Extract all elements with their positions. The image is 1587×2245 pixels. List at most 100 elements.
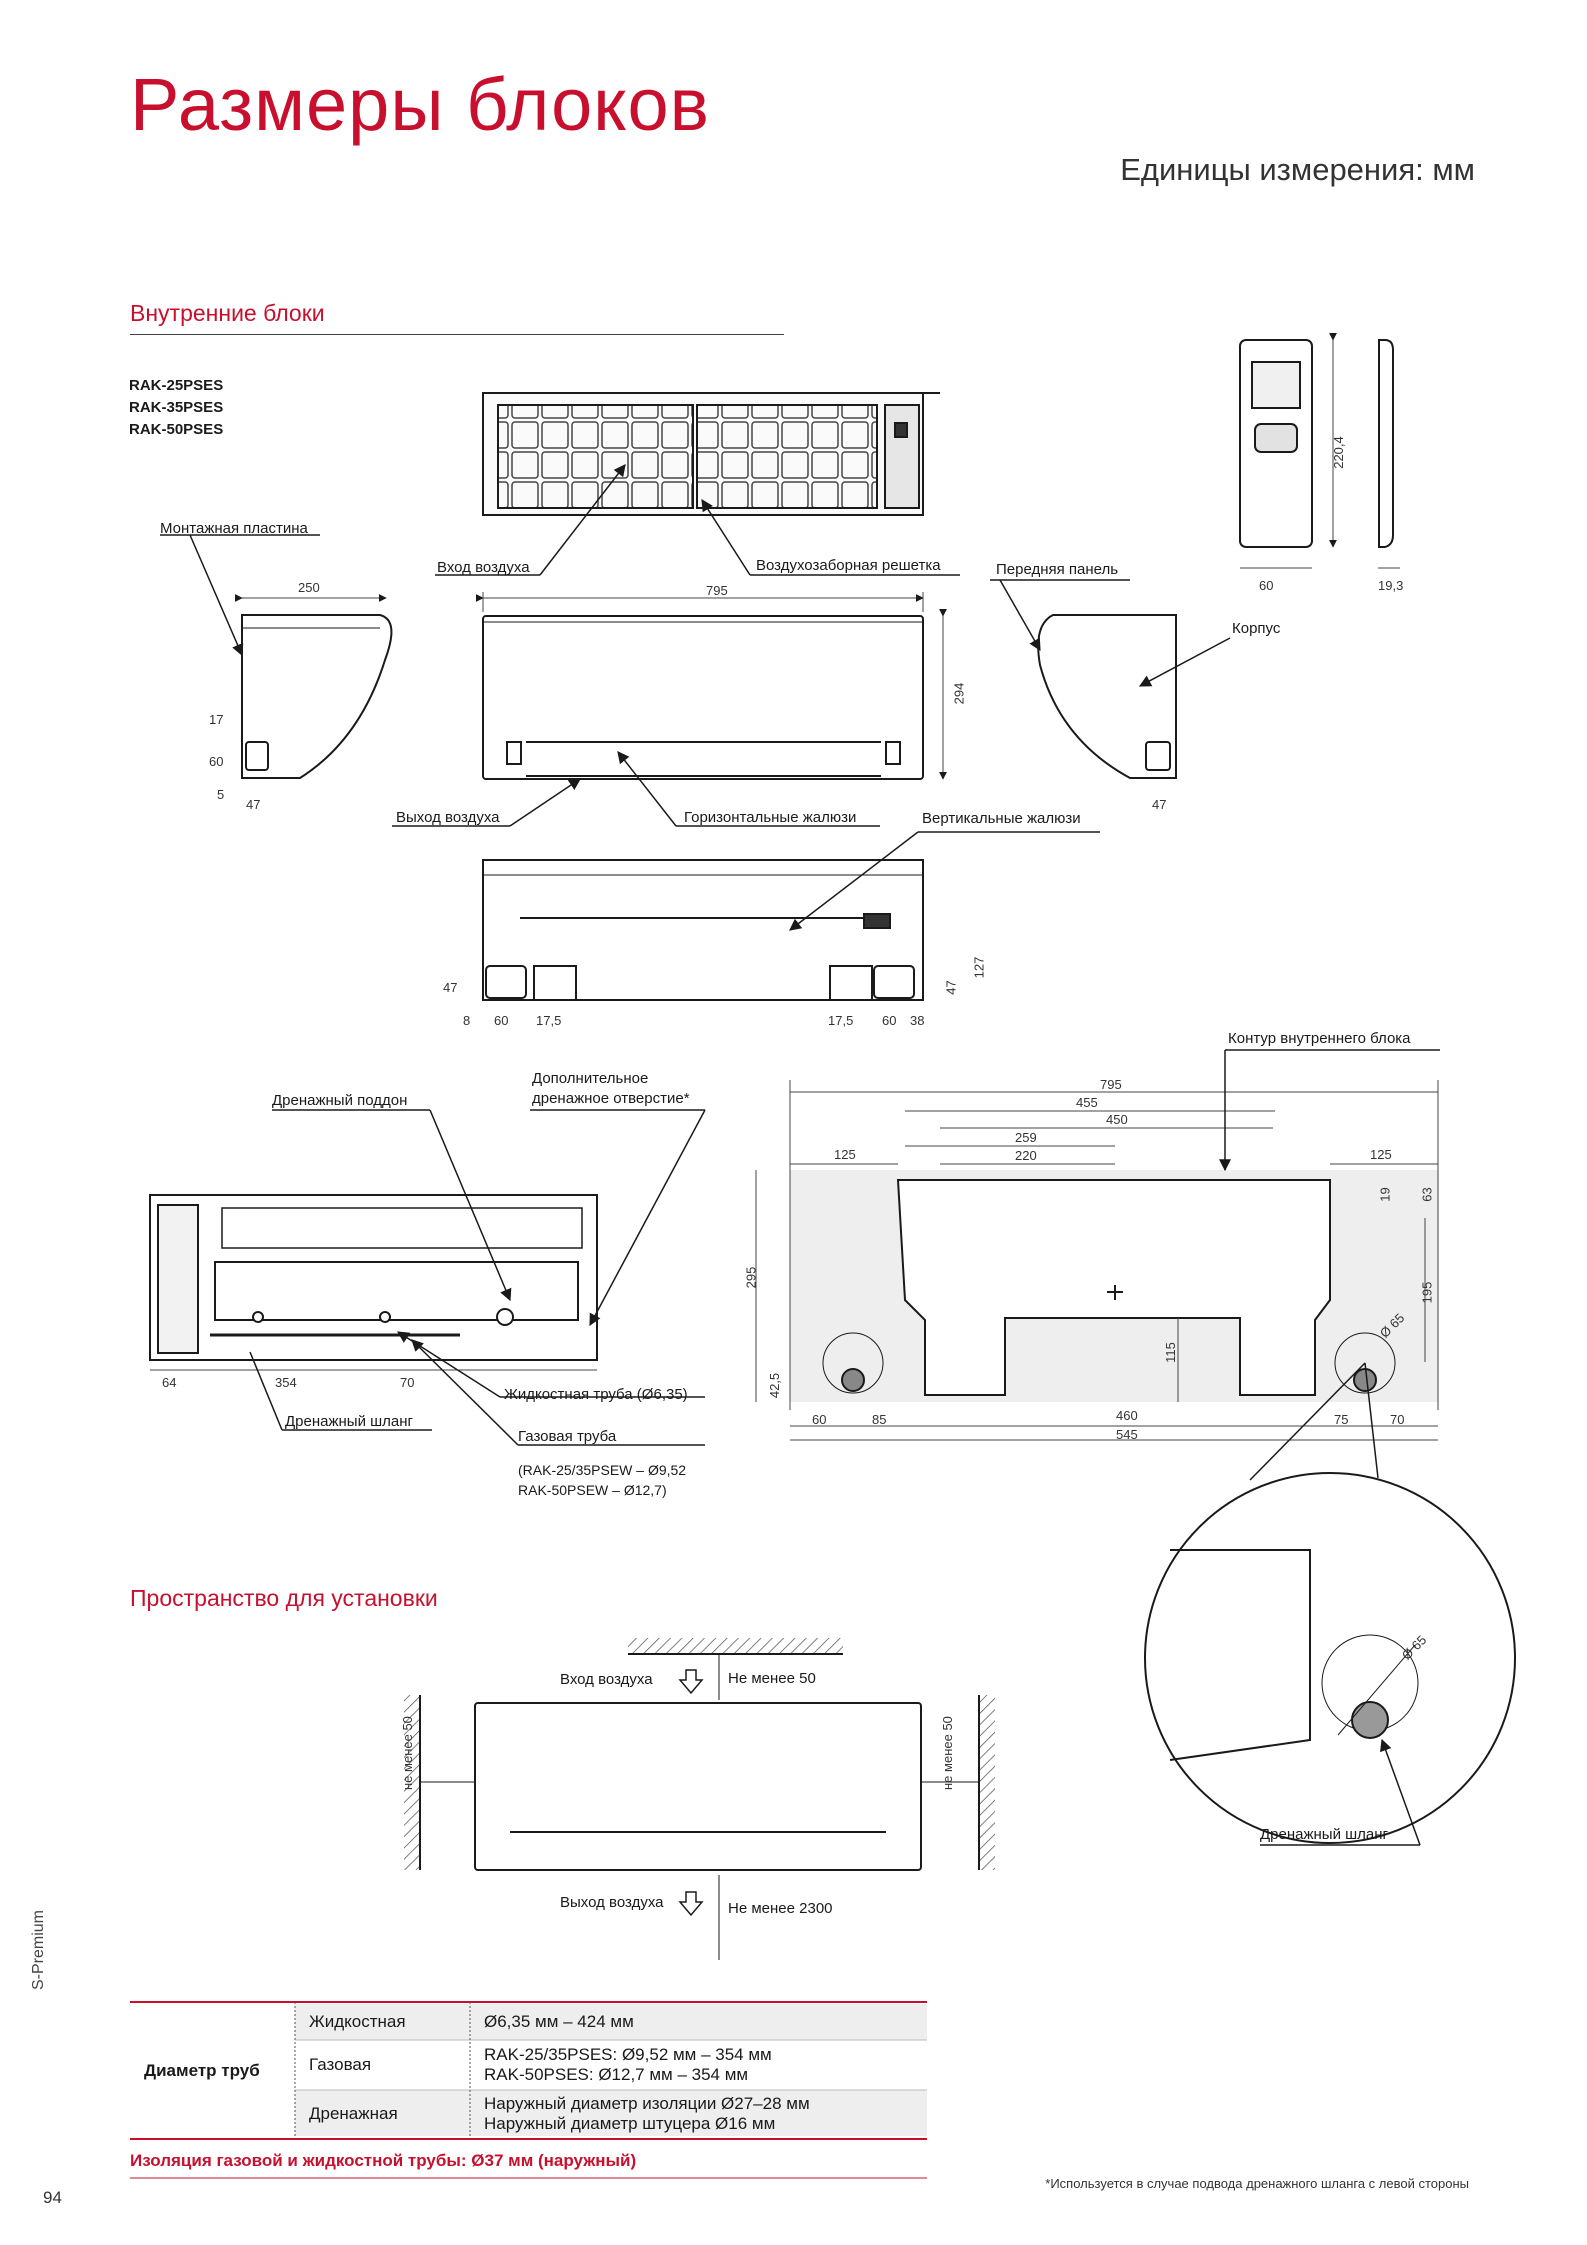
front-view-unit [482, 615, 924, 780]
label-gas-pipe-note-1: (RAK-25/35PSEW – Ø9,52 [518, 1462, 687, 1478]
label-indoor-outline: Контур внутреннего блока [1228, 1030, 1411, 1047]
spec-value: RAK-25/35PSES: Ø9,52 мм – 354 мм RAK-50P… [470, 2040, 927, 2090]
label-liquid-pipe: Жидкостная труба (Ø6,35) [504, 1386, 688, 1403]
front-dims [475, 592, 947, 780]
label-mounting-plate: Монтажная пластина [160, 520, 308, 537]
rear-piping-view [149, 1194, 598, 1361]
dim-bottom-127: 127 [971, 956, 987, 979]
install-air-inlet: Вход воздуха [560, 1671, 653, 1688]
spec-type: Дренажная [309, 2104, 398, 2123]
plate-dims [755, 1080, 1439, 1441]
label-vertical-louvers: Вертикальные жалюзи [922, 810, 1081, 827]
spec-type: Жидкостная [309, 2012, 406, 2031]
model-list: RAK-25PSES RAK-35PSES RAK-50PSES [129, 375, 223, 441]
dim-plate-195: 195 [1419, 1281, 1435, 1304]
dim-rear-70: 70 [400, 1375, 415, 1390]
dim-bottom-38: 38 [910, 1013, 925, 1028]
insulation-note: Изоляция газовой и жидкостной трубы: Ø37… [130, 2151, 637, 2170]
label-intake-grille: Воздухозаборная решетка [756, 557, 941, 574]
spec-value: Ø6,35 мм – 424 мм [484, 2012, 634, 2031]
spec-value-line: Наружный диаметр изоляции Ø27–28 мм [484, 2094, 810, 2113]
dim-plate-60: 60 [812, 1412, 827, 1427]
dim-bottom-60: 60 [494, 1013, 509, 1028]
detail-circle [1144, 1472, 1516, 1844]
dim-bottom-8: 8 [463, 1013, 471, 1028]
dim-bottom-17-5: 17,5 [536, 1013, 562, 1028]
indoor-heading-rule [130, 334, 784, 335]
label-extra-drain-2: дренажное отверстие* [532, 1090, 690, 1107]
label-front-panel: Передняя панель [996, 561, 1119, 578]
spec-value-line: Наружный диаметр штуцера Ø16 мм [484, 2114, 776, 2133]
dim-plate-19: 19 [1377, 1187, 1393, 1202]
pipe-spec-table: Диаметр труб Жидкостная Ø6,35 мм – 424 м… [130, 2004, 927, 2138]
indoor-heading: Внутренние блоки [130, 300, 325, 326]
series-label: S-Premium [30, 1909, 47, 1990]
dim-height: 294 [951, 682, 967, 705]
dim-remote-width: 60 [1259, 578, 1274, 593]
spec-row-header: Диаметр труб [144, 2061, 260, 2080]
dim-plate-450: 450 [1106, 1112, 1128, 1127]
footnote: *Используется в случае подвода дренажног… [1045, 2176, 1469, 2191]
spec-value-line: RAK-50PSES: Ø12,7 мм – 354 мм [484, 2065, 749, 2084]
label-drain-hose-detail: Дренажный шланг [1260, 1826, 1388, 1843]
model-name: RAK-35PSES [129, 399, 224, 416]
label-horizontal-louvers: Горизонтальные жалюзи [684, 809, 857, 826]
right-side-view [1037, 614, 1177, 779]
installation-drawing [404, 1638, 995, 1960]
dim-plate-75: 75 [1334, 1412, 1349, 1427]
dim-remote-depth: 19,3 [1378, 578, 1404, 593]
dim-plate-295: 295 [743, 1266, 759, 1289]
dim-side-17: 17 [209, 712, 224, 727]
dim-plate-125-right: 125 [1370, 1147, 1392, 1162]
dim-plate-70: 70 [1390, 1412, 1405, 1427]
dim-bottom-60b: 60 [882, 1013, 897, 1028]
install-min-right: не менее 50 [940, 1716, 955, 1790]
dim-plate-795: 795 [1100, 1077, 1122, 1092]
mounting-plate-drawing [790, 1170, 1438, 1402]
dim-width: 795 [706, 583, 728, 598]
spec-value-line: RAK-25/35PSES: Ø9,52 мм – 354 мм [484, 2045, 772, 2064]
dim-side-5: 5 [217, 787, 225, 802]
installation-heading: Пространство для установки [130, 1585, 438, 1611]
install-air-outlet: Выход воздуха [560, 1894, 664, 1911]
model-name: RAK-50PSES [129, 421, 224, 438]
page-title: Размеры блоков [130, 63, 710, 146]
dim-rear-64: 64 [162, 1375, 177, 1390]
install-min-top: Не менее 50 [728, 1670, 816, 1687]
dim-remote-height: 220,4 [1330, 436, 1346, 469]
dim-right-47: 47 [1152, 797, 1167, 812]
dim-plate-259: 259 [1015, 1130, 1037, 1145]
install-min-bottom: Не менее 2300 [728, 1900, 833, 1917]
label-air-outlet: Выход воздуха [396, 809, 500, 826]
left-side-view [241, 614, 393, 779]
label-drain-hose: Дренажный шланг [285, 1413, 413, 1430]
remote-control [1239, 339, 1394, 548]
spec-table-rules [130, 2001, 927, 2179]
dim-side-depth: 250 [298, 580, 320, 595]
label-air-inlet: Вход воздуха [437, 559, 530, 576]
dim-plate-115: 115 [1162, 1342, 1178, 1363]
dim-plate-63: 63 [1419, 1187, 1435, 1202]
label-gas-pipe: Газовая труба [518, 1428, 617, 1445]
dim-bottom-47: 47 [443, 980, 458, 995]
spec-type: Газовая [309, 2055, 372, 2074]
label-extra-drain: Дополнительное [532, 1070, 649, 1087]
leader-lines [160, 464, 1440, 1846]
label-drain-pan: Дренажный поддон [272, 1092, 408, 1109]
dim-plate-545: 545 [1116, 1427, 1138, 1442]
dim-plate-460: 460 [1116, 1408, 1138, 1423]
top-view-unit [482, 392, 940, 516]
dim-bottom-17-5b: 17,5 [828, 1013, 854, 1028]
dim-plate-455: 455 [1076, 1095, 1098, 1110]
dim-side-60: 60 [209, 754, 224, 769]
dim-plate-42: 42,5 [767, 1372, 783, 1399]
label-gas-pipe-note-2: RAK-50PSEW – Ø12,7) [518, 1482, 667, 1498]
page-number: 94 [43, 2188, 62, 2207]
label-body: Корпус [1232, 620, 1281, 637]
dim-plate-125-left: 125 [834, 1147, 856, 1162]
dim-plate-220: 220 [1015, 1148, 1037, 1163]
bottom-view-unit [482, 859, 924, 1001]
install-min-left: не менее 50 [400, 1716, 415, 1790]
dim-rear-354: 354 [275, 1375, 297, 1390]
